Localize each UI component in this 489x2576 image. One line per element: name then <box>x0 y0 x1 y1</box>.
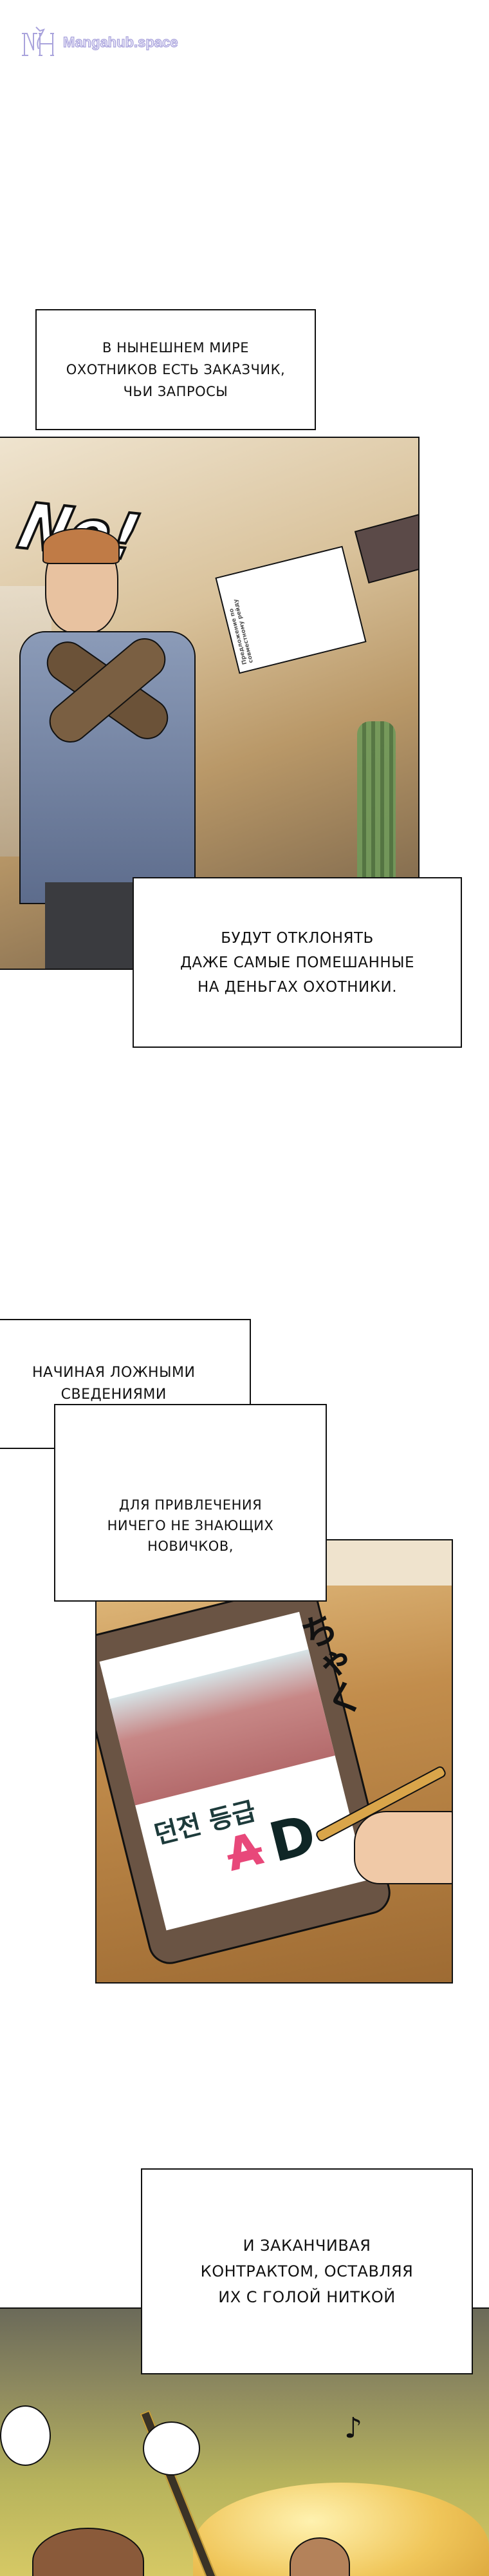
document-title: Предложение по совместному рейду <box>228 598 255 665</box>
thought-bubble <box>0 2405 51 2466</box>
caption-text: начиная ложными сведениями <box>32 1365 196 1403</box>
watermark-text: Mangahub.space <box>62 33 178 50</box>
caption-text: и заканчивая контрактом, оставляя их с г… <box>200 2237 414 2306</box>
caption-text: будут отклонять даже самые помешанные на… <box>180 929 415 996</box>
dungeon-image <box>109 1649 335 1806</box>
grade-crossed: A <box>221 1822 268 1882</box>
panel-tablet: 던전 등급 A D ちゃく <box>95 1539 453 1984</box>
caption-box-1: В нынешнем мире охотников есть заказчик,… <box>35 309 316 430</box>
character-hair <box>42 528 120 564</box>
mangahub-logo-icon <box>22 26 54 56</box>
music-note-icon: ♪ <box>344 2412 363 2445</box>
watermark: Mangahub.space <box>19 24 178 61</box>
character-right-head <box>290 2537 350 2576</box>
thought-bubble <box>143 2421 200 2476</box>
caption-text: В нынешнем мире охотников есть заказчик,… <box>66 340 286 399</box>
caption-box-4: для привлечения ничего не знающих новичк… <box>54 1404 327 1602</box>
document: Предложение по совместному рейду <box>215 545 367 674</box>
grade-new: D <box>263 1802 322 1875</box>
caption-box-2: будут отклонять даже самые помешанные на… <box>133 877 462 1048</box>
plant <box>357 721 396 902</box>
caption-box-5: и заканчивая контрактом, оставляя их с г… <box>141 2168 473 2374</box>
tablet: 던전 등급 A D <box>97 1580 395 1969</box>
character-left-head <box>32 2528 144 2576</box>
hand <box>354 1811 452 1884</box>
caption-text: для привлечения ничего не знающих новичк… <box>107 1497 274 1554</box>
hand-sleeve <box>354 513 418 584</box>
notebook <box>302 1540 452 1586</box>
